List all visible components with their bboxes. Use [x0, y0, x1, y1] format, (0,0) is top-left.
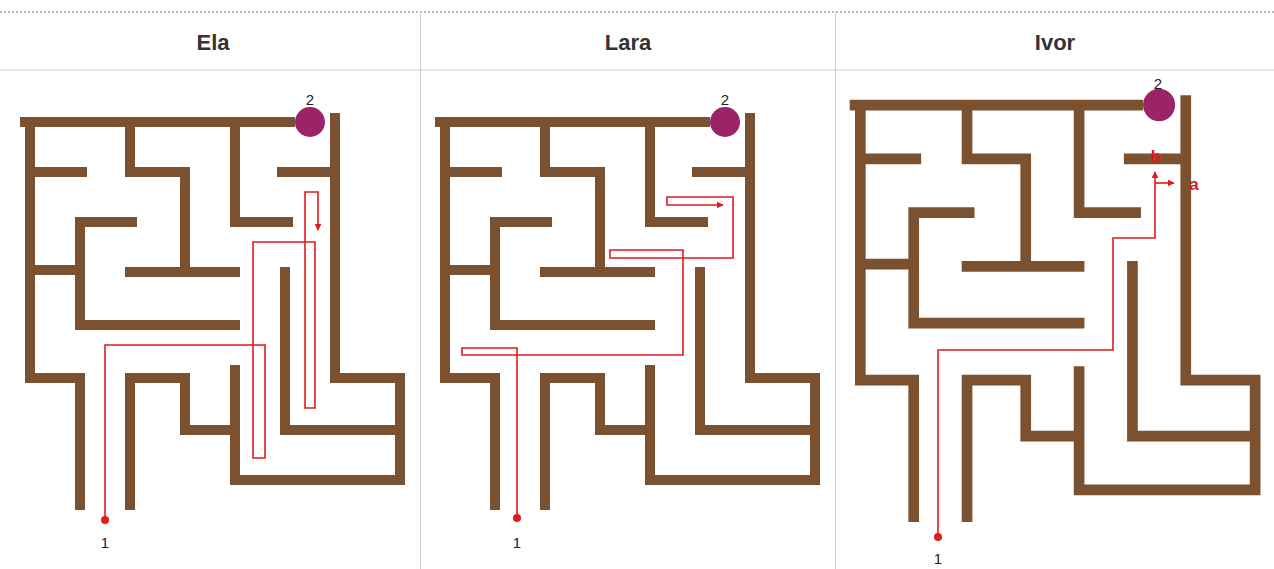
- start-number: 1: [934, 551, 942, 566]
- table-border: [0, 11, 1274, 13]
- start-dot: [101, 516, 109, 524]
- option-letter: a: [1189, 176, 1198, 193]
- maze: [855, 89, 1255, 517]
- table-border: [835, 12, 836, 569]
- start-number: 1: [101, 535, 109, 550]
- start-dot: [513, 514, 521, 522]
- maze: [440, 107, 815, 505]
- route-line: [938, 172, 1155, 537]
- option-arrow: [1155, 182, 1174, 184]
- table-border: [0, 70, 1274, 71]
- column-header: Ela: [196, 32, 229, 54]
- goal-number: 2: [306, 92, 314, 107]
- table-border: [420, 12, 421, 569]
- maze: [25, 107, 400, 505]
- goal-number: 2: [1154, 76, 1162, 91]
- start-dot: [934, 533, 942, 541]
- goal-number: 2: [721, 92, 729, 107]
- column-header: Lara: [605, 32, 651, 54]
- route-line: [105, 192, 318, 520]
- column-header: Ivor: [1035, 32, 1075, 54]
- route-line: [462, 197, 733, 518]
- option-letter: b: [1151, 148, 1161, 165]
- start-number: 1: [513, 535, 521, 550]
